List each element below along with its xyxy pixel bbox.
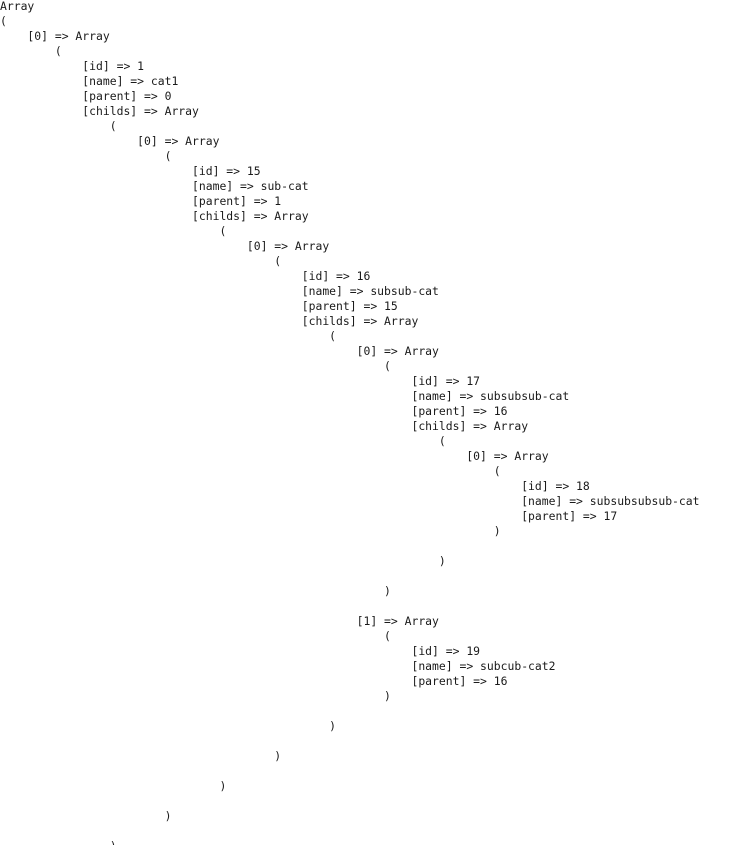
- dump-line: [childs] => Array: [0, 419, 529, 433]
- dump-line: (: [0, 629, 391, 643]
- dump-line: (: [0, 359, 391, 373]
- dump-line: (: [0, 119, 117, 133]
- dump-line: (: [0, 149, 172, 163]
- dump-line: (: [0, 464, 501, 478]
- dump-line: [id] => 19: [0, 644, 481, 658]
- dump-line: (: [0, 224, 227, 238]
- dump-line: [parent] => 15: [0, 299, 398, 313]
- dump-line: [childs] => Array: [0, 209, 309, 223]
- dump-line: [0] => Array: [0, 449, 549, 463]
- dump-line: [name] => subsubsub-cat: [0, 389, 570, 403]
- dump-line: ): [0, 839, 117, 845]
- dump-line: ): [0, 779, 227, 793]
- dump-line: [name] => cat1: [0, 74, 179, 88]
- dump-line: [0] => Array: [0, 29, 110, 43]
- dump-line: [id] => 15: [0, 164, 261, 178]
- dump-line: (: [0, 254, 282, 268]
- dump-line: [name] => sub-cat: [0, 179, 309, 193]
- dump-line: (: [0, 14, 7, 28]
- dump-line: [name] => subcub-cat2: [0, 659, 556, 673]
- dump-line: (: [0, 44, 62, 58]
- dump-line: [1] => Array: [0, 614, 439, 628]
- dump-line: ): [0, 584, 391, 598]
- dump-line: [0] => Array: [0, 344, 439, 358]
- dump-line: ): [0, 689, 391, 703]
- dump-line: [id] => 1: [0, 59, 145, 73]
- dump-line: ): [0, 809, 172, 823]
- dump-line: ): [0, 554, 446, 568]
- dump-line: [childs] => Array: [0, 104, 199, 118]
- dump-line: [0] => Array: [0, 134, 220, 148]
- dump-line: [name] => subsub-cat: [0, 284, 439, 298]
- dump-line: [parent] => 16: [0, 674, 508, 688]
- dump-line: [parent] => 1: [0, 194, 282, 208]
- dump-line: ): [0, 524, 501, 538]
- dump-line: ): [0, 749, 282, 763]
- dump-line: (: [0, 329, 337, 343]
- dump-line: [parent] => 16: [0, 404, 508, 418]
- dump-line: Array: [0, 0, 35, 13]
- dump-line: [parent] => 17: [0, 509, 618, 523]
- dump-line: [id] => 16: [0, 269, 371, 283]
- dump-line: (: [0, 434, 446, 448]
- dump-line: [parent] => 0: [0, 89, 172, 103]
- dump-line: [id] => 18: [0, 479, 590, 493]
- dump-line: [0] => Array: [0, 239, 330, 253]
- dump-line: [id] => 17: [0, 374, 481, 388]
- dump-line: ): [0, 719, 337, 733]
- dump-line: [name] => subsubsubsub-cat: [0, 494, 700, 508]
- dump-line: [childs] => Array: [0, 314, 419, 328]
